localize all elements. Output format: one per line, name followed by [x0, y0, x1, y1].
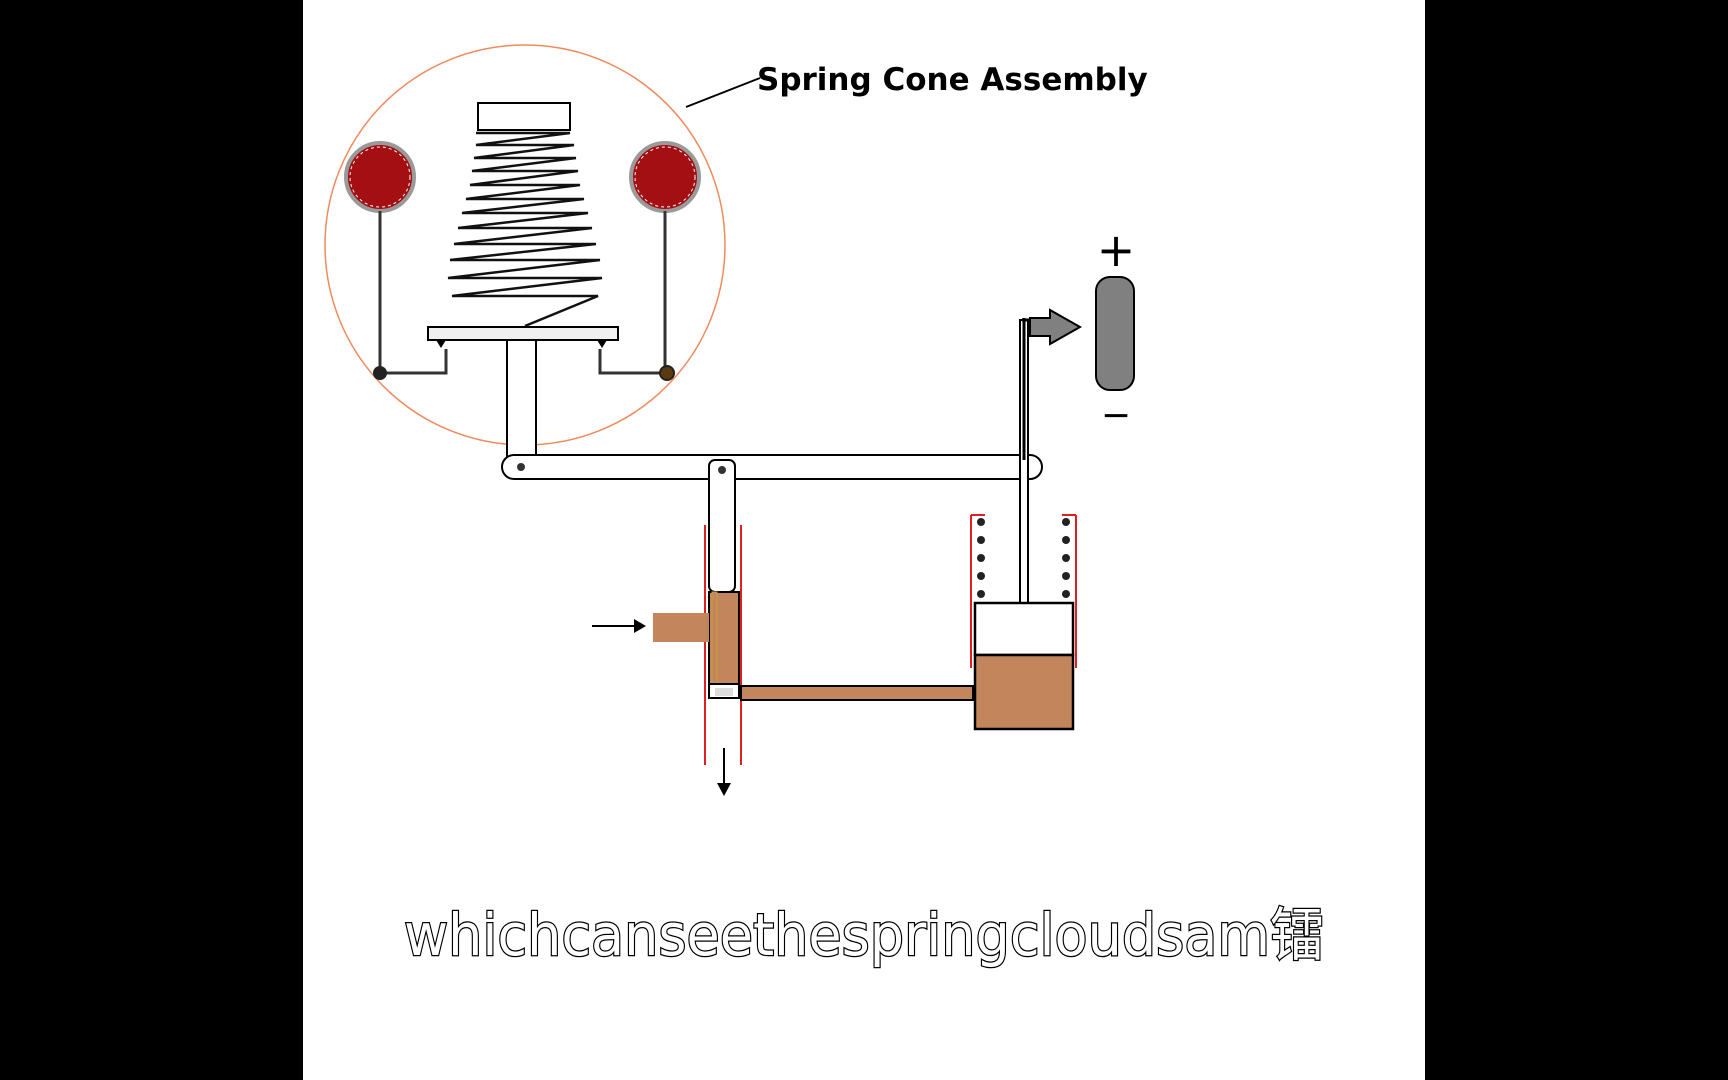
- right-contact-tip: [597, 340, 607, 348]
- right-red-contact: [629, 141, 701, 213]
- left-contact-tip: [436, 340, 446, 348]
- cone-spring: [447, 131, 603, 328]
- spring-top-cap: [477, 102, 571, 131]
- left-terminal: [373, 366, 387, 380]
- piston-head: [973, 601, 1075, 657]
- valve-link-rod: [708, 459, 736, 593]
- left-red-contact: [344, 141, 416, 213]
- battery: [1095, 276, 1135, 391]
- oil-chamber: [973, 653, 1075, 731]
- plunger-rod: [506, 339, 537, 467]
- battery-minus-label: −: [1101, 395, 1131, 436]
- label-leader-line: [685, 77, 761, 108]
- spring-base-plate: [427, 326, 619, 341]
- lever-bar: [501, 454, 1043, 480]
- assembly-label: Spring Cone Assembly: [757, 62, 1148, 98]
- output-arrow: [1029, 308, 1083, 346]
- cylinder-spring-right: [1062, 518, 1070, 598]
- battery-plus-label: +: [1097, 223, 1136, 277]
- diagram-panel: [303, 0, 1425, 1080]
- video-caption: whichcanseethespringcloudsam镭: [404, 901, 1324, 969]
- cylinder-spring-left: [977, 518, 985, 598]
- left-circuit-wire: [380, 349, 448, 375]
- inlet-block: [653, 613, 709, 642]
- connecting-pipe: [740, 685, 974, 701]
- right-circuit-wire: [598, 349, 665, 375]
- right-terminal: [659, 365, 675, 381]
- lever-pivot-left: [517, 463, 525, 471]
